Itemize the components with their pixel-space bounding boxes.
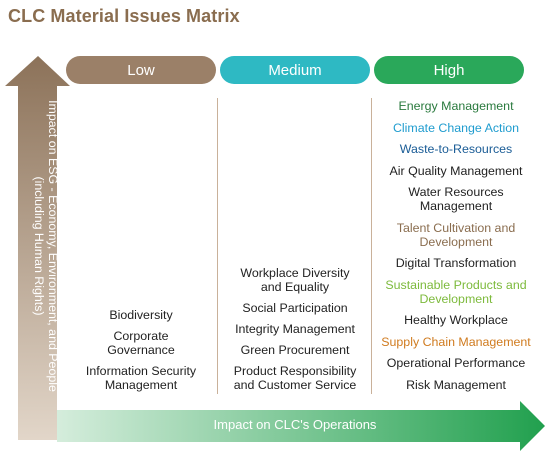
horizontal-axis-label: Impact on CLC's Operations [213, 417, 377, 432]
page-title: CLC Material Issues Matrix [8, 6, 240, 26]
vertical-arrow-shape [5, 56, 70, 440]
high-issue-item: Supply Chain Management [381, 334, 531, 349]
high-issue-item: Sustainable Products and Development [385, 277, 527, 306]
medium-issue-item: Workplace Diversity and Equality [240, 266, 350, 294]
high-issue-item: Risk Management [406, 377, 506, 392]
level-low-pill: Low [66, 56, 216, 84]
low-issue-item: Corporate Governance [107, 329, 175, 357]
vertical-axis-label: Impact on ESG - Economy, Environment, an… [32, 100, 60, 392]
high-issue-item: Climate Change Action [392, 120, 520, 135]
divider-low-medium [217, 98, 218, 394]
high-issue-item: Operational Performance [386, 356, 526, 370]
high-issue-item: Healthy Workplace [404, 313, 508, 327]
level-high-pill: High [374, 56, 524, 84]
medium-issue-item: Product Responsibility and Customer Serv… [233, 364, 357, 392]
high-issue-item: Energy Management [398, 99, 514, 113]
level-medium-pill: Medium [220, 56, 370, 84]
horizontal-arrow-shape [57, 401, 545, 451]
high-issue-item: Air Quality Management [389, 163, 523, 178]
medium-issue-item: Green Procurement [240, 343, 350, 357]
high-issue-item: Digital Transformation [395, 256, 517, 270]
high-issue-item: Water Resources Management [408, 185, 504, 213]
high-issue-item: Waste-to-Resources [399, 142, 513, 156]
medium-issue-item: Integrity Management [235, 322, 355, 336]
divider-medium-high [371, 98, 372, 394]
low-issue-item: Information Security Management [85, 364, 197, 392]
high-issue-item: Talent Cultivation and Development [396, 220, 516, 249]
vertical-axis-label-container: Impact on ESG - Economy, Environment, an… [32, 86, 60, 406]
low-issue-item: Biodiversity [109, 308, 173, 322]
medium-issue-item: Social Participation [242, 301, 348, 315]
